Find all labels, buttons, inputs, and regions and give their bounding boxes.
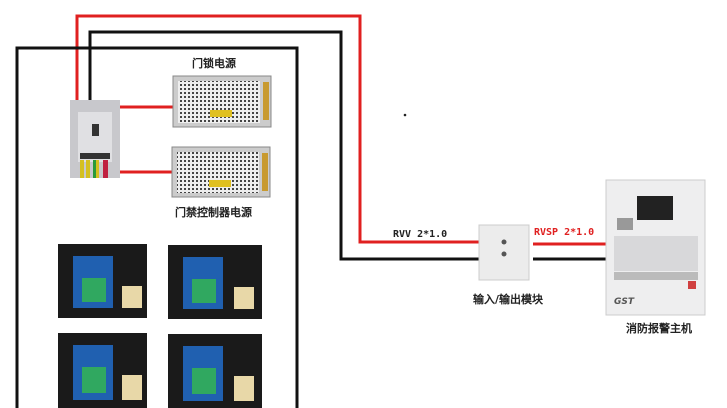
access-controller-3 (58, 333, 147, 408)
stray-dot (403, 113, 407, 117)
access-controller-2 (168, 245, 262, 319)
circuit-breaker (70, 100, 120, 178)
black-wire-main (88, 30, 480, 261)
panel-brand-logo: GST (614, 297, 635, 307)
fire-alarm-panel: GST (605, 179, 706, 316)
io-module-label: 输入/输出模块 (473, 293, 544, 306)
fire-panel-label: 消防报警主机 (626, 322, 692, 335)
cable-rvv-label: RVV 2*1.0 (393, 229, 448, 240)
cable-rvsp-label: RVSP 2*1.0 (534, 227, 595, 238)
controller-power-supply (171, 146, 271, 198)
access-controller-1 (58, 244, 147, 318)
lock-power-supply (172, 75, 272, 128)
controller-psu-label: 门禁控制器电源 (175, 206, 252, 219)
access-controller-4 (168, 334, 262, 408)
red-wire-main (75, 14, 480, 244)
black-box-outline (15, 46, 299, 408)
io-module (478, 224, 530, 281)
lock-psu-label: 门锁电源 (192, 57, 236, 70)
